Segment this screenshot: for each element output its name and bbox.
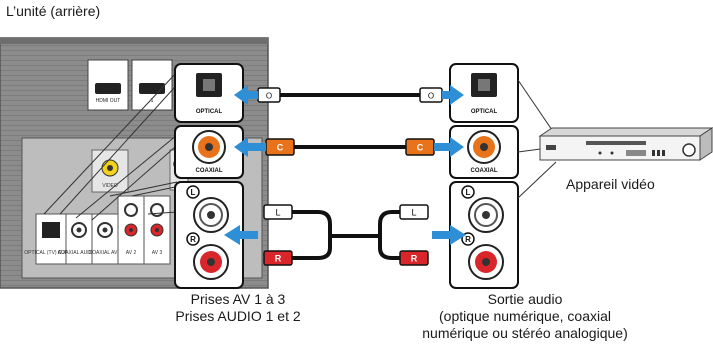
- unit-left-label: L: [191, 188, 196, 197]
- stereo-cable: L R L R: [263, 204, 429, 266]
- unit-right-label: R: [190, 235, 196, 244]
- unit-optical-label: OPTICAL: [196, 109, 223, 115]
- av2-jacks: AV 2: [117, 195, 145, 265]
- output-caption-line: (optique numérique, coaxial: [439, 308, 611, 324]
- video-device: [538, 127, 713, 161]
- arrow-optical-from-source: [442, 85, 464, 105]
- optical-tv-jack: OPTICAL (TV) AUDIO 1: [24, 213, 78, 265]
- left-plug-source-label: L: [411, 208, 416, 218]
- unit-optical-zoom: OPTICAL: [174, 63, 244, 123]
- unit-coaxial-zoom: COAXIAL: [174, 125, 244, 179]
- coaxial-plug-right-label: C: [417, 143, 424, 153]
- optical-plug-right-label: O: [428, 92, 434, 101]
- av3-label: AV 3: [152, 250, 163, 256]
- hdmi-1-port: 1: [131, 59, 173, 111]
- unit-caption-line: Prises AUDIO 1 et 2: [175, 308, 301, 324]
- hdmi-out-port: HDMI OUT: [87, 59, 129, 111]
- source-coaxial-zoom: COAXIAL: [449, 125, 519, 179]
- coaxial-cable: C C: [265, 138, 435, 156]
- arrow-optical-to-unit: [234, 85, 258, 105]
- coaxial-av1-jack: COAXIAL AV 1: [88, 213, 122, 265]
- av2-label: AV 2: [126, 250, 137, 256]
- video-label: VIDEO: [102, 183, 118, 189]
- arrow-coax-to-unit: [234, 137, 266, 157]
- source-left-label: L: [466, 188, 471, 197]
- coaxial-av1-label: COAXIAL AV 1: [88, 250, 121, 256]
- arrow-stereo-to-unit: [224, 225, 258, 245]
- arrow-coax-from-source: [434, 137, 464, 157]
- left-plug-unit-label: L: [275, 208, 280, 218]
- coaxial-audio2-jack: COAXIAL AUDIO 2: [58, 213, 101, 265]
- right-plug-source-label: R: [411, 254, 418, 264]
- unit-analog-zoom: L R: [174, 181, 244, 289]
- source-right-label: R: [465, 235, 471, 244]
- coaxial-audio2-label: COAXIAL AUDIO 2: [58, 250, 101, 256]
- right-plug-unit-label: R: [275, 254, 282, 264]
- signal-arrows: [224, 85, 466, 245]
- unit-caption-line: Prises AV 1 à 3: [190, 291, 286, 307]
- optical-cable: O O: [257, 87, 443, 103]
- arrow-stereo-from-source: [432, 225, 466, 245]
- optical-plug-left-label: O: [266, 92, 272, 101]
- source-analog-zoom: L R: [449, 181, 519, 289]
- hdmi-1-label: 1: [151, 98, 154, 104]
- unit-rear-title: L’unité (arrière): [6, 3, 101, 19]
- output-caption-line: numérique ou stéréo analogique): [422, 325, 628, 341]
- av3-jacks: AV 3: [143, 195, 171, 265]
- output-caption-line: Sortie audio: [487, 291, 563, 307]
- audio-output-caption: Sortie audio (optique numérique, coaxial…: [400, 291, 650, 342]
- optical-tv-label: OPTICAL (TV) AUDIO 1: [24, 250, 78, 256]
- hdmi-out-label: HDMI OUT: [96, 98, 121, 104]
- unit-callout-lines: [43, 71, 184, 221]
- source-optical-label: OPTICAL: [471, 109, 498, 115]
- unit-coaxial-label: COAXIAL: [196, 168, 223, 174]
- video-device-label: Appareil vidéo: [566, 176, 655, 192]
- source-optical-zoom: OPTICAL: [449, 63, 519, 123]
- unit-jacks-caption: Prises AV 1 à 3 Prises AUDIO 1 et 2: [118, 291, 358, 325]
- coaxial-plug-left-label: C: [277, 143, 284, 153]
- source-coaxial-label: COAXIAL: [471, 168, 498, 174]
